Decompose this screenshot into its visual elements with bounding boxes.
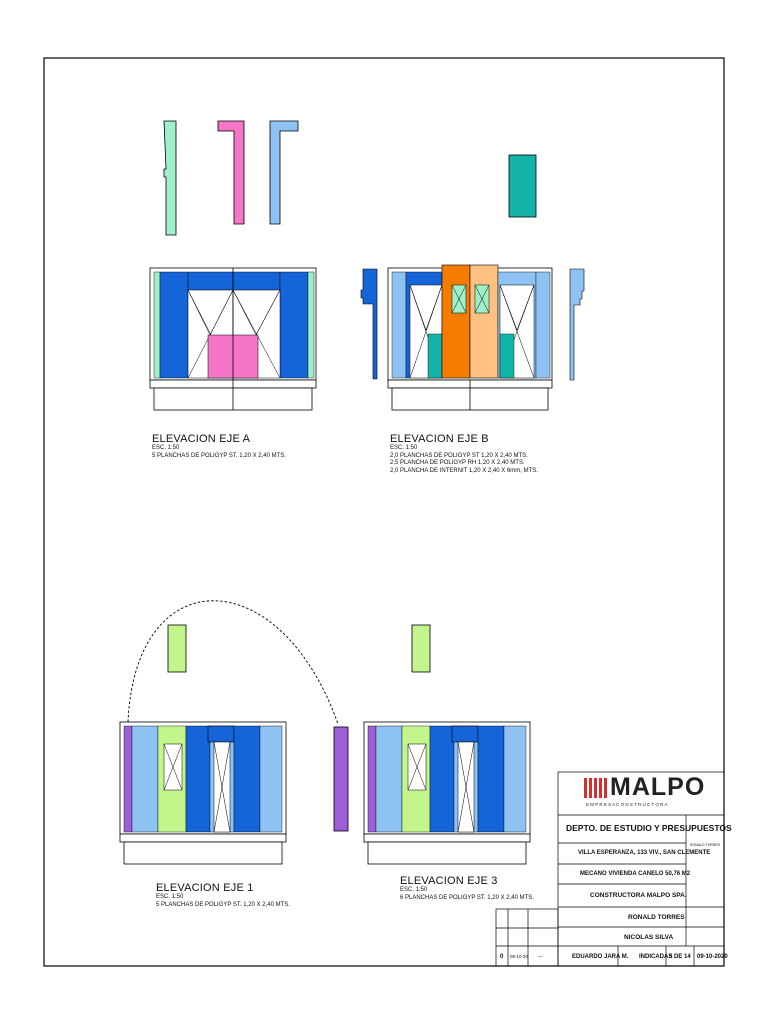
section-profile-blue <box>269 120 299 225</box>
section-lime-panel-1 <box>167 624 187 673</box>
section-profile-left <box>360 268 378 380</box>
section-lime-panel-3 <box>411 624 431 673</box>
drawn-by-text: EDUARDO JARA M. <box>572 954 629 960</box>
elevation-a-wall <box>149 267 317 411</box>
sheet-text: 5 DE 14 <box>669 954 691 960</box>
section-purple-panel <box>333 726 349 832</box>
elevation-a-label: ELEVACION EJE A ESC. 1:50 5 PLANCHAS DE … <box>152 433 286 460</box>
elevation-1-note-1: 5 PLANCHAS DE POLIGYP ST. 1,20 X 2,40 MT… <box>156 901 290 908</box>
title-block <box>495 771 725 967</box>
door-peach <box>469 264 499 379</box>
owner-text: CONSTRUCTORA MALPO SPA. <box>590 892 687 899</box>
elevation-1-title: ELEVACION EJE 1 <box>156 882 254 894</box>
section-profile-pink <box>217 120 245 225</box>
elevation-b-note-2: 2,5 PLANCHA DE POLIGYP RH 1,20 X 2,40 MT… <box>390 460 525 466</box>
elevation-3-wall <box>363 721 531 865</box>
revision-desc: --- <box>538 954 543 960</box>
elevation-b-scale: ESC. 1:50 <box>390 445 418 451</box>
elevation-a-note-1: 5 PLANCHAS DE POLIGYP ST. 1,20 X 2,40 MT… <box>152 452 286 459</box>
section-teal-panel <box>508 154 537 218</box>
swing-arc <box>127 600 339 725</box>
right-col-name: RONALD TORRES <box>690 843 721 847</box>
elevation-3-note-1: 6 PLANCHAS DE POLIGYP ST. 1,20 X 2,40 MT… <box>400 894 534 901</box>
project-text: MECANO VIVIENDA CANELO 50,76 M2 <box>580 871 691 877</box>
door-orange <box>441 264 471 379</box>
logo-text: MALPO <box>610 773 706 801</box>
elevation-b-wall <box>360 264 585 411</box>
date-text: 09-10-2020 <box>697 954 728 960</box>
elevation-a-title: ELEVACION EJE A <box>152 433 251 445</box>
elevation-1-label: ELEVACION EJE 1 ESC. 1:50 5 PLANCHAS DE … <box>156 882 290 909</box>
elevation-1-wall <box>119 721 287 865</box>
location-text: VILLA ESPERANZA, 133 VIV., SAN CLEMENTE <box>578 850 711 856</box>
scale-text: INDICADAS <box>639 954 673 960</box>
elevation-b-title: ELEVACION EJE B <box>390 433 489 445</box>
section-profile-right <box>569 268 585 381</box>
elevation-b-note-1: 2,0 PLANCHAS DE POLIGYP ST 1,20 X 2,40 M… <box>390 452 528 459</box>
department-text: DEPTO. DE ESTUDIO Y PRESUPUESTOS <box>566 823 732 833</box>
logo-tagline: E M P R E S A C O N S T R U C T O R A <box>586 802 668 807</box>
elevation-3-title: ELEVACION EJE 3 <box>400 875 498 887</box>
elevation-1-scale: ESC. 1:50 <box>156 894 184 900</box>
designer-text: RONALD TORRES <box>628 914 685 921</box>
malpo-logo-mark <box>584 778 607 798</box>
elevation-a-sections <box>163 120 299 236</box>
elevation-b-note-3: 2,0 PLANCHA DE INTERNIT 1,20 X 2,40 X 6m… <box>390 467 538 474</box>
elevation-a-scale: ESC. 1:50 <box>152 445 180 451</box>
revision-number: 0 <box>500 954 504 960</box>
elevation-b-label: ELEVACION EJE B ESC. 1:50 2,0 PLANCHAS D… <box>390 433 538 475</box>
elevation-3-label: ELEVACION EJE 3 ESC. 1:50 6 PLANCHAS DE … <box>400 875 534 902</box>
collaborator-text: NICOLAS SILVA <box>624 934 674 941</box>
sheet-border <box>43 57 725 967</box>
elevation-3-scale: ESC. 1:50 <box>400 887 428 893</box>
revision-date: 09-10-20 <box>510 954 529 959</box>
section-profile-green <box>163 120 177 236</box>
